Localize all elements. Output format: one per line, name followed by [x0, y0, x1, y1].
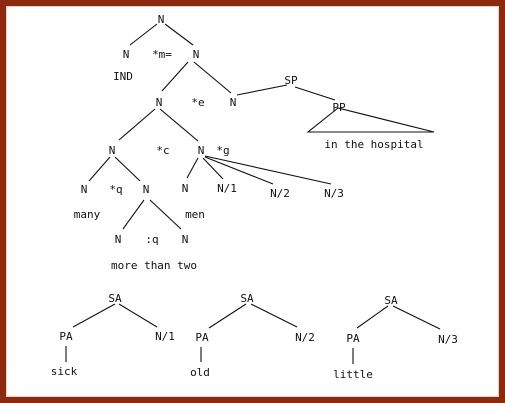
small-tree-2: SA PA N/2 old [190, 292, 315, 379]
label-ind: IND [113, 70, 133, 83]
small-tree-3-n: N/3 [438, 333, 458, 346]
node-root: N [158, 13, 165, 26]
edge-nlowright-ng0 [186, 157, 199, 179]
operator-colon-q: :q [145, 233, 158, 246]
edge-sa2-pa2 [208, 303, 247, 329]
operator-m: *m= [152, 48, 172, 61]
edge-sa2-n2 [250, 303, 298, 328]
node-n-g3: N/3 [324, 187, 344, 200]
small-tree-3: SA PA N/3 little [333, 294, 458, 381]
word-many: many [74, 208, 101, 221]
small-tree-1-sa: SA [108, 292, 122, 305]
edge-nright-nright2 [193, 61, 232, 94]
edge-sa1-n1 [118, 303, 158, 328]
small-tree-2-word: old [190, 366, 210, 379]
main-tree-edges [88, 23, 435, 230]
small-tree-3-sa: SA [384, 294, 398, 307]
small-tree-2-n: N/2 [295, 331, 315, 344]
small-tree-2-sa: SA [240, 292, 254, 305]
word-men: men [185, 208, 205, 221]
edge-nright-nmid [161, 61, 189, 92]
edge-sp-pp [294, 86, 336, 101]
operator-q: *q [109, 183, 122, 196]
pp-triangle [306, 107, 435, 133]
edge-nmid-nlowleft [118, 108, 156, 141]
node-n-right: N [193, 48, 200, 61]
edge-nlowleft-nqright [114, 156, 141, 182]
node-n-e-right: N [230, 96, 237, 109]
node-n-low-left: N [109, 144, 116, 157]
node-n-q-right: N [143, 183, 150, 196]
phrase-more-than-two: more than two [111, 259, 197, 272]
edge-nlowleft-nqleft [88, 156, 111, 182]
node-n-g2: N/2 [270, 187, 290, 200]
edge-nmid-nlowright [159, 108, 199, 142]
node-n-low-right: N [198, 144, 205, 157]
small-tree-3-word: little [333, 368, 373, 381]
diagram-frame: N N *m= N IND N *e N SP PP in the hospit… [6, 6, 499, 397]
edge-nlowright-ng1 [202, 157, 224, 180]
main-tree-labels: N N *m= N IND N *e N SP PP in the hospit… [74, 13, 424, 272]
node-n-q-left: N [81, 183, 88, 196]
node-n-more-right: N [182, 233, 189, 246]
edge-nqright-nmoreleft [122, 199, 145, 230]
edge-root-nleft [129, 23, 158, 46]
operator-c: *c [156, 144, 169, 157]
edge-sa3-n3 [392, 305, 441, 330]
syntax-tree-diagram: N N *m= N IND N *e N SP PP in the hospit… [51, 13, 458, 381]
small-tree-1: SA PA N/1 sick [51, 292, 175, 378]
node-pp: PP [332, 101, 346, 114]
node-sp: SP [284, 74, 298, 87]
edge-nright2-sp [236, 84, 288, 96]
small-tree-1-n: N/1 [155, 330, 175, 343]
small-tree-1-word: sick [51, 365, 78, 378]
node-n-g0: N [182, 182, 189, 195]
operator-e: *e [191, 96, 204, 109]
small-tree-3-pa: PA [346, 332, 360, 345]
node-n-left: N [123, 48, 130, 61]
edge-sa1-pa1 [72, 303, 116, 328]
edge-nlowright-ng2 [204, 156, 274, 185]
small-tree-2-pa: PA [195, 331, 209, 344]
node-n-more-left: N [115, 233, 122, 246]
pp-phrase: in the hospital [324, 138, 423, 151]
edge-sa3-pa3 [356, 305, 389, 329]
operator-g: *g [216, 144, 229, 157]
node-n-mid: N [156, 96, 163, 109]
edge-nlowright-ng3 [204, 155, 332, 185]
node-n-g1: N/1 [217, 182, 237, 195]
edge-root-nright [164, 23, 194, 46]
edge-nqright-nmoreright [149, 199, 182, 230]
small-tree-1-pa: PA [59, 330, 73, 343]
